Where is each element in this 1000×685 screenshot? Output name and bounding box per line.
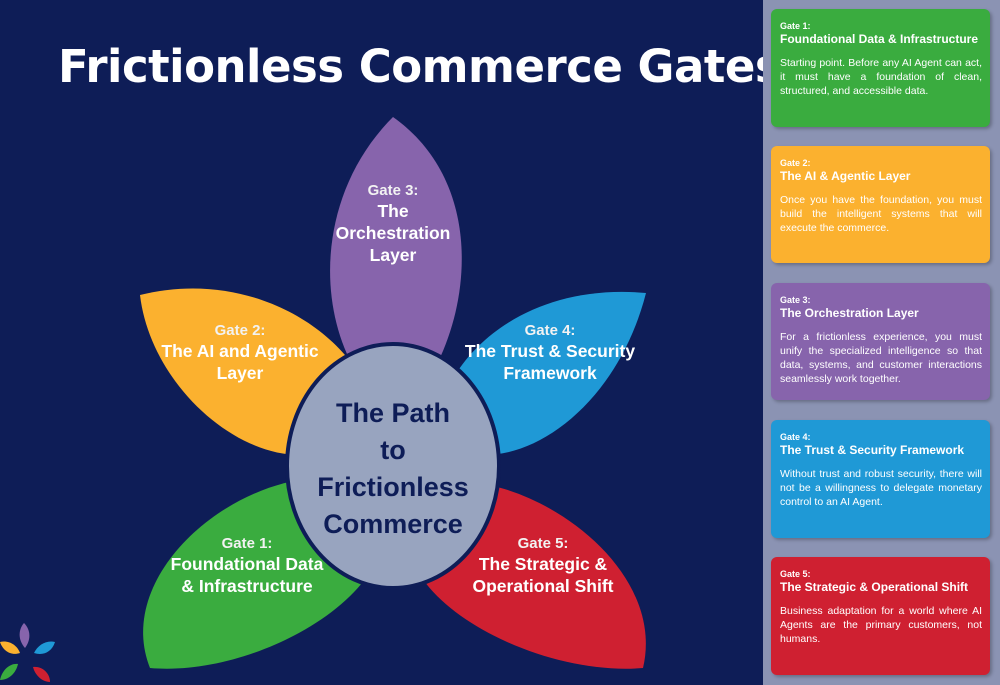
petal-label-gate-2: Gate 2: The AI and Agentic Layer bbox=[155, 322, 325, 384]
gate-card-5: Gate 5: The Strategic & Operational Shif… bbox=[771, 557, 990, 675]
petal-label-gate-5: Gate 5: The Strategic & Operational Shif… bbox=[466, 535, 620, 597]
card-gate-number: Gate 2: bbox=[780, 158, 811, 168]
card-title: The AI & Agentic Layer bbox=[780, 169, 911, 183]
card-gate-number: Gate 1: bbox=[780, 21, 811, 31]
card-title: Foundational Data & Infrastructure bbox=[780, 32, 979, 46]
petal-gate-4-number: Gate 4: bbox=[524, 322, 576, 339]
card-gate-number: Gate 5: bbox=[780, 569, 811, 579]
petal-gate-3-title: The Orchestration Layer bbox=[335, 201, 451, 265]
petal-gate-2-number: Gate 2: bbox=[214, 322, 266, 339]
gate-card-1: Gate 1: Foundational Data & Infrastructu… bbox=[771, 9, 990, 127]
card-title: The Orchestration Layer bbox=[780, 306, 919, 320]
petal-label-gate-3: Gate 3: The Orchestration Layer bbox=[323, 182, 463, 266]
card-gate-number: Gate 3: bbox=[780, 295, 811, 305]
petal-gate-1-number: Gate 1: bbox=[221, 535, 273, 552]
petal-gate-3 bbox=[330, 117, 462, 370]
page-title: Frictionless Commerce Gates bbox=[58, 40, 782, 93]
petal-gate-5-title: The Strategic & Operational Shift bbox=[472, 554, 614, 596]
card-description: For a frictionless experience, you must … bbox=[780, 331, 982, 385]
petal-gate-1-title: Foundational Data & Infrastructure bbox=[170, 554, 324, 596]
petal-gate-4-title: The Trust & Security Framework bbox=[464, 341, 636, 383]
card-description: Business adaptation for a world where AI… bbox=[780, 605, 982, 645]
card-description: Starting point. Before any AI Agent can … bbox=[780, 57, 982, 97]
center-circle bbox=[285, 342, 501, 590]
petal-gate-5-number: Gate 5: bbox=[517, 535, 569, 552]
card-title: The Strategic & Operational Shift bbox=[780, 580, 969, 594]
petal-gate-4 bbox=[455, 291, 646, 455]
card-gate-number: Gate 4: bbox=[780, 432, 811, 442]
petal-gate-3-number: Gate 3: bbox=[367, 182, 419, 199]
gate-card-2: Gate 2: The AI & Agentic Layer Once you … bbox=[771, 146, 990, 263]
petal-gate-2-title: The AI and Agentic Layer bbox=[161, 341, 319, 383]
gates-flower-diagram bbox=[140, 117, 646, 669]
card-description: Without trust and robust security, there… bbox=[780, 468, 982, 508]
petal-label-gate-4: Gate 4: The Trust & Security Framework bbox=[462, 322, 638, 384]
card-title: The Trust & Security Framework bbox=[780, 443, 965, 457]
gate-card-3: Gate 3: The Orchestration Layer For a fr… bbox=[771, 283, 990, 400]
gate-card-4: Gate 4: The Trust & Security Framework W… bbox=[771, 420, 990, 538]
card-description: Once you have the foundation, you must b… bbox=[780, 194, 982, 234]
flower-logo-icon bbox=[0, 623, 55, 682]
petal-label-gate-1: Gate 1: Foundational Data & Infrastructu… bbox=[166, 535, 328, 597]
center-text: The Path to Frictionless Commerce bbox=[317, 398, 469, 539]
